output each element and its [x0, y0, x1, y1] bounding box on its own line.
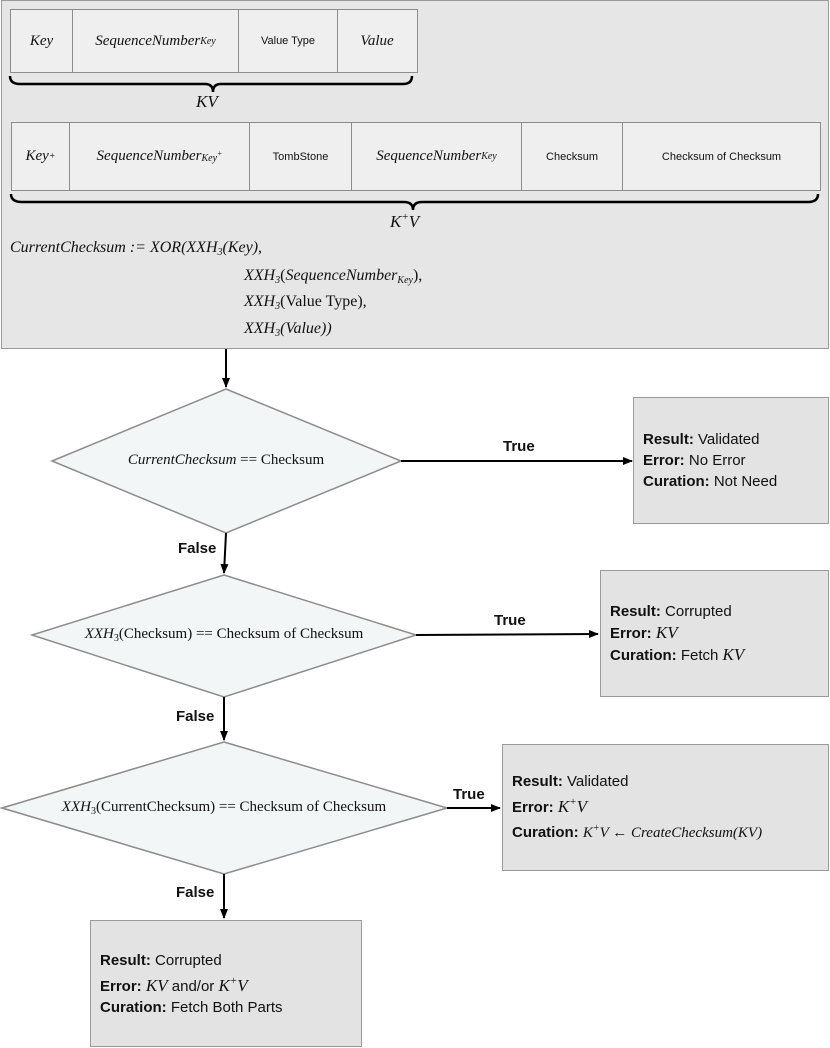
decision-1-true-label: True — [503, 438, 535, 455]
formula-line-4: XXH3(Value)) — [244, 320, 332, 339]
result-box-corrupted-kv: Result: Corrupted Error: KV Curation: Fe… — [600, 570, 829, 697]
kplus-key-field: Key+ — [12, 123, 70, 190]
result-line: Result: Corrupted — [100, 951, 222, 969]
checksum-field: Checksum — [522, 123, 623, 190]
result-box-validated-kplus: Result: Validated Error: K+V Curation: K… — [502, 744, 829, 871]
result-line: Result: Validated — [643, 431, 760, 448]
decision-3-false-label: False — [176, 884, 215, 901]
result-line: Result: Validated — [512, 773, 629, 790]
formula-line-3: XXH3(Value Type), — [244, 293, 367, 312]
kv-value-type-field: Value Type — [239, 10, 338, 72]
curation-line: Curation: Not Need — [643, 473, 778, 490]
kv-key-field: Key — [11, 10, 73, 72]
kv-label: KV — [196, 92, 218, 111]
tombstone-field: TombStone — [250, 123, 352, 190]
kplus-v-brace — [9, 193, 820, 211]
formula-line-1: CurrentChecksum := XOR(XXH3(Key), — [10, 239, 263, 258]
decision-2-label: XXH3(Checksum) == Checksum of Checksum — [84, 626, 364, 644]
result-box-validated: Result: Validated Error: No Error Curati… — [633, 397, 829, 524]
result-line: Result: Corrupted — [610, 603, 732, 620]
arrow-decision-2-true — [415, 630, 599, 639]
decision-2-false-label: False — [176, 708, 215, 725]
curation-line: Curation: Fetch Both Parts — [100, 998, 283, 1016]
decision-2-true-label: True — [494, 612, 526, 629]
checksum-of-checksum-field: Checksum of Checksum — [661, 150, 782, 163]
curation-line: Curation: K+V ← CreateChecksum(KV) — [512, 823, 763, 841]
kv-value-field: Value — [360, 32, 394, 49]
decision-1-label: CurrentChecksum == Checksum — [127, 452, 325, 468]
error-line: Error: KV and/or K+V — [100, 974, 248, 995]
error-line: Error: KV — [610, 623, 678, 642]
error-line: Error: No Error — [643, 452, 746, 469]
formula-line-2: XXH3(SequenceNumberKey), — [244, 267, 423, 286]
kplus-v-label: K+V — [390, 211, 420, 231]
result-box-corrupted-both: Result: Corrupted Error: KV and/or K+V C… — [90, 920, 362, 1047]
decision-3-true-label: True — [453, 786, 485, 803]
decision-3-label: XXH3(CurrentChecksum) == Checksum of Che… — [61, 799, 387, 817]
error-line: Error: K+V — [512, 796, 588, 816]
arrow-decision-1-false — [220, 532, 229, 574]
decision-1-false-label: False — [178, 540, 217, 557]
kv-brace — [8, 75, 414, 93]
curation-line: Curation: Fetch KV — [610, 645, 745, 664]
